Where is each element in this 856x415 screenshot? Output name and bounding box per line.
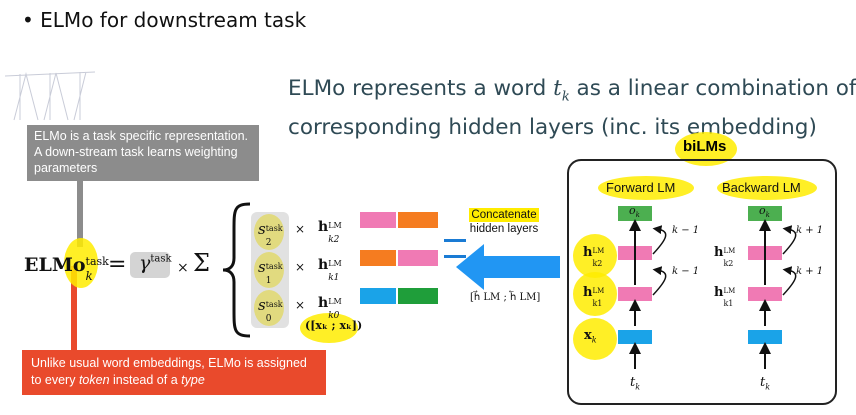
forward-h1-box (618, 287, 652, 301)
backward-output-box (748, 206, 782, 221)
s-column-box (251, 212, 289, 328)
concat-label: Concatenate hidden layers (467, 208, 541, 236)
backward-lm-label: Backward LM (722, 180, 801, 195)
highlight-x-k (573, 318, 617, 360)
backward-x-box (748, 330, 782, 344)
forward-output-box (618, 206, 652, 221)
backward-h1-box (748, 287, 782, 301)
backward-k-plus-1-mid: k + 1 (796, 266, 824, 277)
sum-symbol: Σ (193, 249, 210, 277)
highlight-embedding-pair (300, 313, 358, 343)
headline-line-1: ELMo represents a word tk as a linear co… (288, 76, 856, 105)
backward-output-label: ok (759, 204, 770, 220)
bar-k2-backward (396, 212, 438, 228)
gray-callout-pointer (77, 181, 83, 247)
backward-k-plus-1-top: k + 1 (796, 225, 824, 236)
row1-times: × (295, 260, 306, 274)
concat-formula: [h⃗ LM ; h⃖ LM] (470, 292, 541, 303)
forward-lm-label: Forward LM (606, 180, 676, 195)
bilms-box (567, 159, 837, 405)
bar-k0-forward (360, 288, 400, 304)
forward-output-label: ok (629, 204, 640, 220)
forward-k-minus-1-mid: k − 1 (672, 266, 700, 277)
task-specific-callout: ELMo is a task specific representation. … (27, 125, 259, 181)
forward-x-box (618, 330, 652, 344)
bar-k0-backward (396, 288, 438, 304)
bilms-label: biLMs (683, 138, 727, 155)
highlight-h-k2 (573, 234, 617, 278)
bar-k2-forward (360, 212, 400, 228)
headline: ELMo represents a word tk as a linear co… (288, 73, 856, 143)
left-brace-icon (222, 202, 251, 338)
red-callout-pointer (71, 266, 77, 351)
concat-label-line2: hidden layers (469, 223, 539, 235)
left-arrow-icon (456, 244, 560, 290)
highlight-h-k1 (573, 272, 617, 316)
highlight-backward-lm (717, 176, 817, 200)
tower-sketch-icon (4, 71, 96, 121)
times-sign: × (177, 260, 189, 276)
concat-label-line1: Concatenate (469, 208, 539, 222)
equals-sign: = (108, 252, 127, 277)
highlight-forward-lm (598, 176, 694, 200)
bar-k1-backward (396, 250, 438, 266)
row0-times: × (295, 298, 306, 312)
highlight-k-task (64, 238, 98, 288)
equals-bar-top (444, 239, 466, 242)
concat-bars (360, 212, 438, 330)
bar-k1-forward (360, 250, 400, 266)
forward-t-label: tk (630, 375, 641, 392)
gamma-box (130, 252, 170, 278)
embedding-pair-label: ([xₖ ; xₖ]) (305, 319, 363, 332)
token-variable: tk (553, 76, 570, 105)
headline-line-2: corresponding hidden layers (inc. its em… (288, 115, 817, 141)
token-callout: Unlike usual word embeddings, ELMo is as… (22, 350, 326, 395)
row2-times: × (295, 222, 306, 236)
lm-arrows (629, 219, 797, 369)
equals-bar-bottom (444, 255, 466, 258)
slide-title: • ELMo for downstream task (22, 8, 307, 32)
recurrent-loops (652, 225, 797, 296)
gamma-symbol: γtask (139, 252, 172, 274)
forward-x-label: xk (584, 328, 597, 345)
backward-t-label: tk (760, 375, 771, 392)
forward-k-minus-1-top: k − 1 (672, 225, 700, 236)
slide-title-text: ELMo for downstream task (40, 8, 307, 32)
vertical-arrows (629, 219, 771, 369)
